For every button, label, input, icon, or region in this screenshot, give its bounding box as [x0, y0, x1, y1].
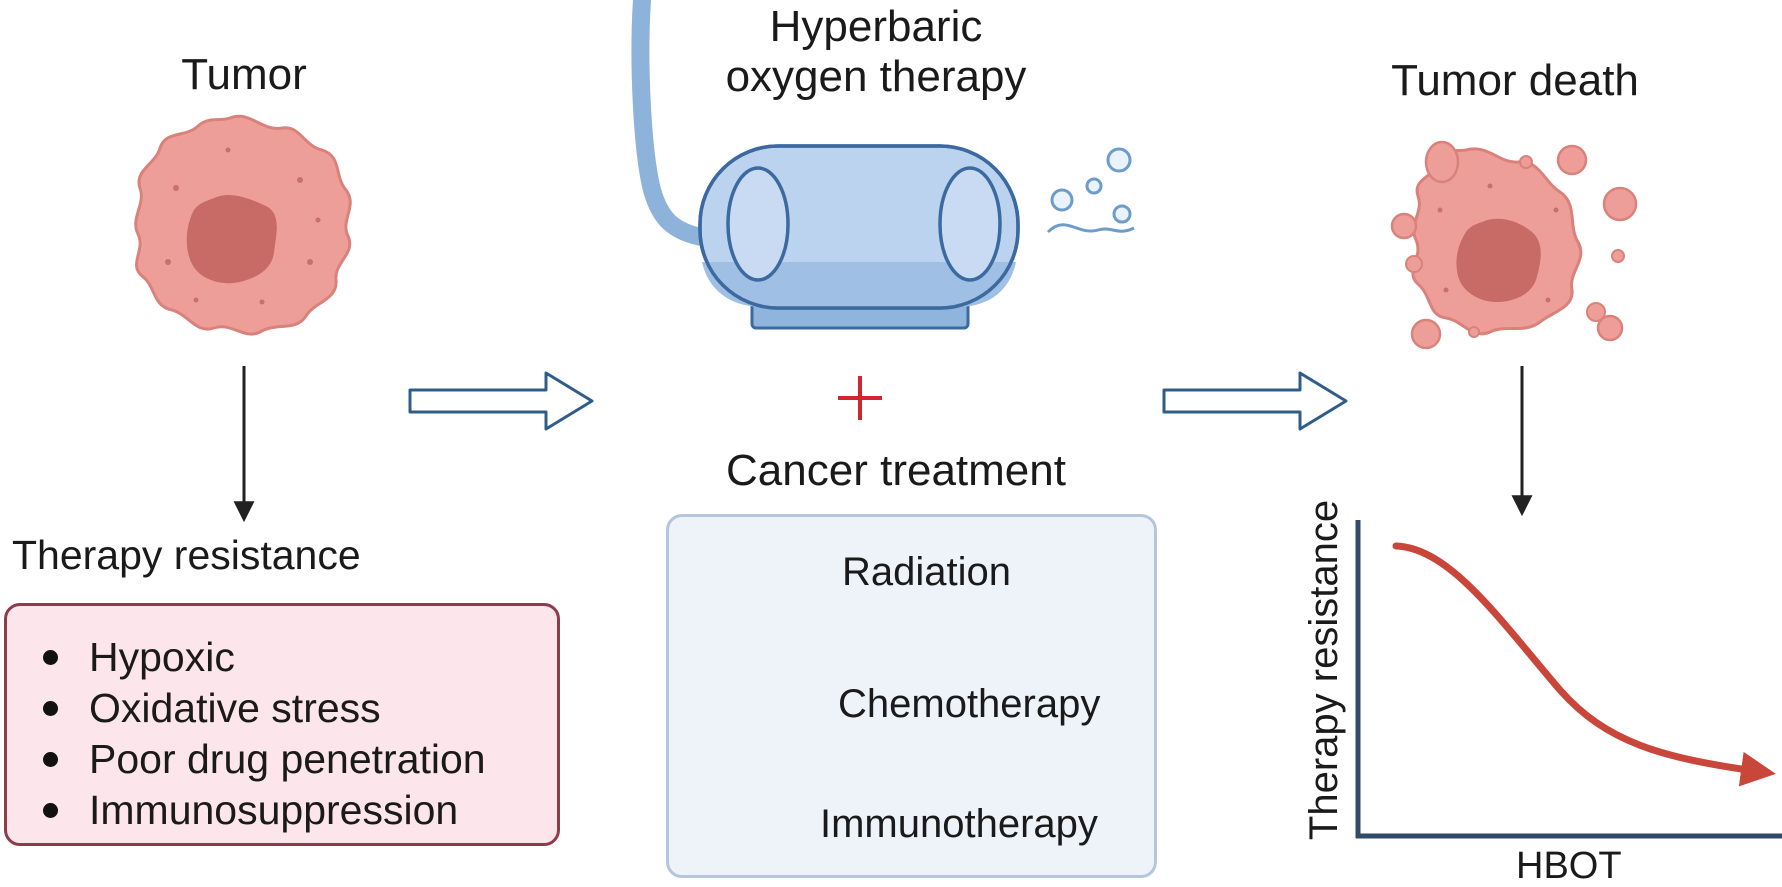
list-item: Oxidative stress — [37, 683, 557, 734]
therapy-resistance-list: Hypoxic Oxidative stress Poor drug penet… — [7, 606, 557, 836]
tumor-cell-icon — [134, 114, 352, 336]
treatment-radiation-label: Radiation — [842, 550, 1012, 594]
therapy-resistance-list-box: Hypoxic Oxidative stress Poor drug penet… — [4, 603, 560, 846]
tumor-label: Tumor — [181, 50, 307, 99]
treatment-chemotherapy-label: Chemotherapy — [838, 682, 1101, 726]
tumor-death-icon — [1390, 140, 1638, 350]
resistance-curve — [1392, 542, 1776, 787]
treatment-immunotherapy-label: Immunotherapy — [820, 802, 1098, 846]
cancer-treatment-box — [666, 514, 1157, 878]
list-item: Immunosuppression — [37, 785, 557, 836]
plus-sign-icon — [838, 376, 882, 420]
resistance-plot — [1355, 520, 1782, 839]
hollow-arrow-1 — [408, 371, 594, 431]
plot-x-label: HBOT — [1516, 845, 1622, 887]
list-item: Hypoxic — [37, 632, 557, 683]
list-item: Poor drug penetration — [37, 734, 557, 785]
hbot-label-line1: Hyperbaric — [769, 2, 983, 51]
hyperbaric-chamber-icon — [631, 0, 1020, 330]
plot-y-label: Therapy resistance — [1302, 499, 1346, 841]
hbot-label-line2: oxygen therapy — [725, 52, 1027, 101]
oxygen-bubbles-icon — [1046, 147, 1135, 234]
hollow-arrow-2 — [1162, 371, 1348, 431]
tumor-death-label: Tumor death — [1391, 56, 1639, 105]
therapy-resistance-heading: Therapy resistance — [12, 532, 361, 578]
cancer-treatment-heading: Cancer treatment — [726, 446, 1066, 495]
